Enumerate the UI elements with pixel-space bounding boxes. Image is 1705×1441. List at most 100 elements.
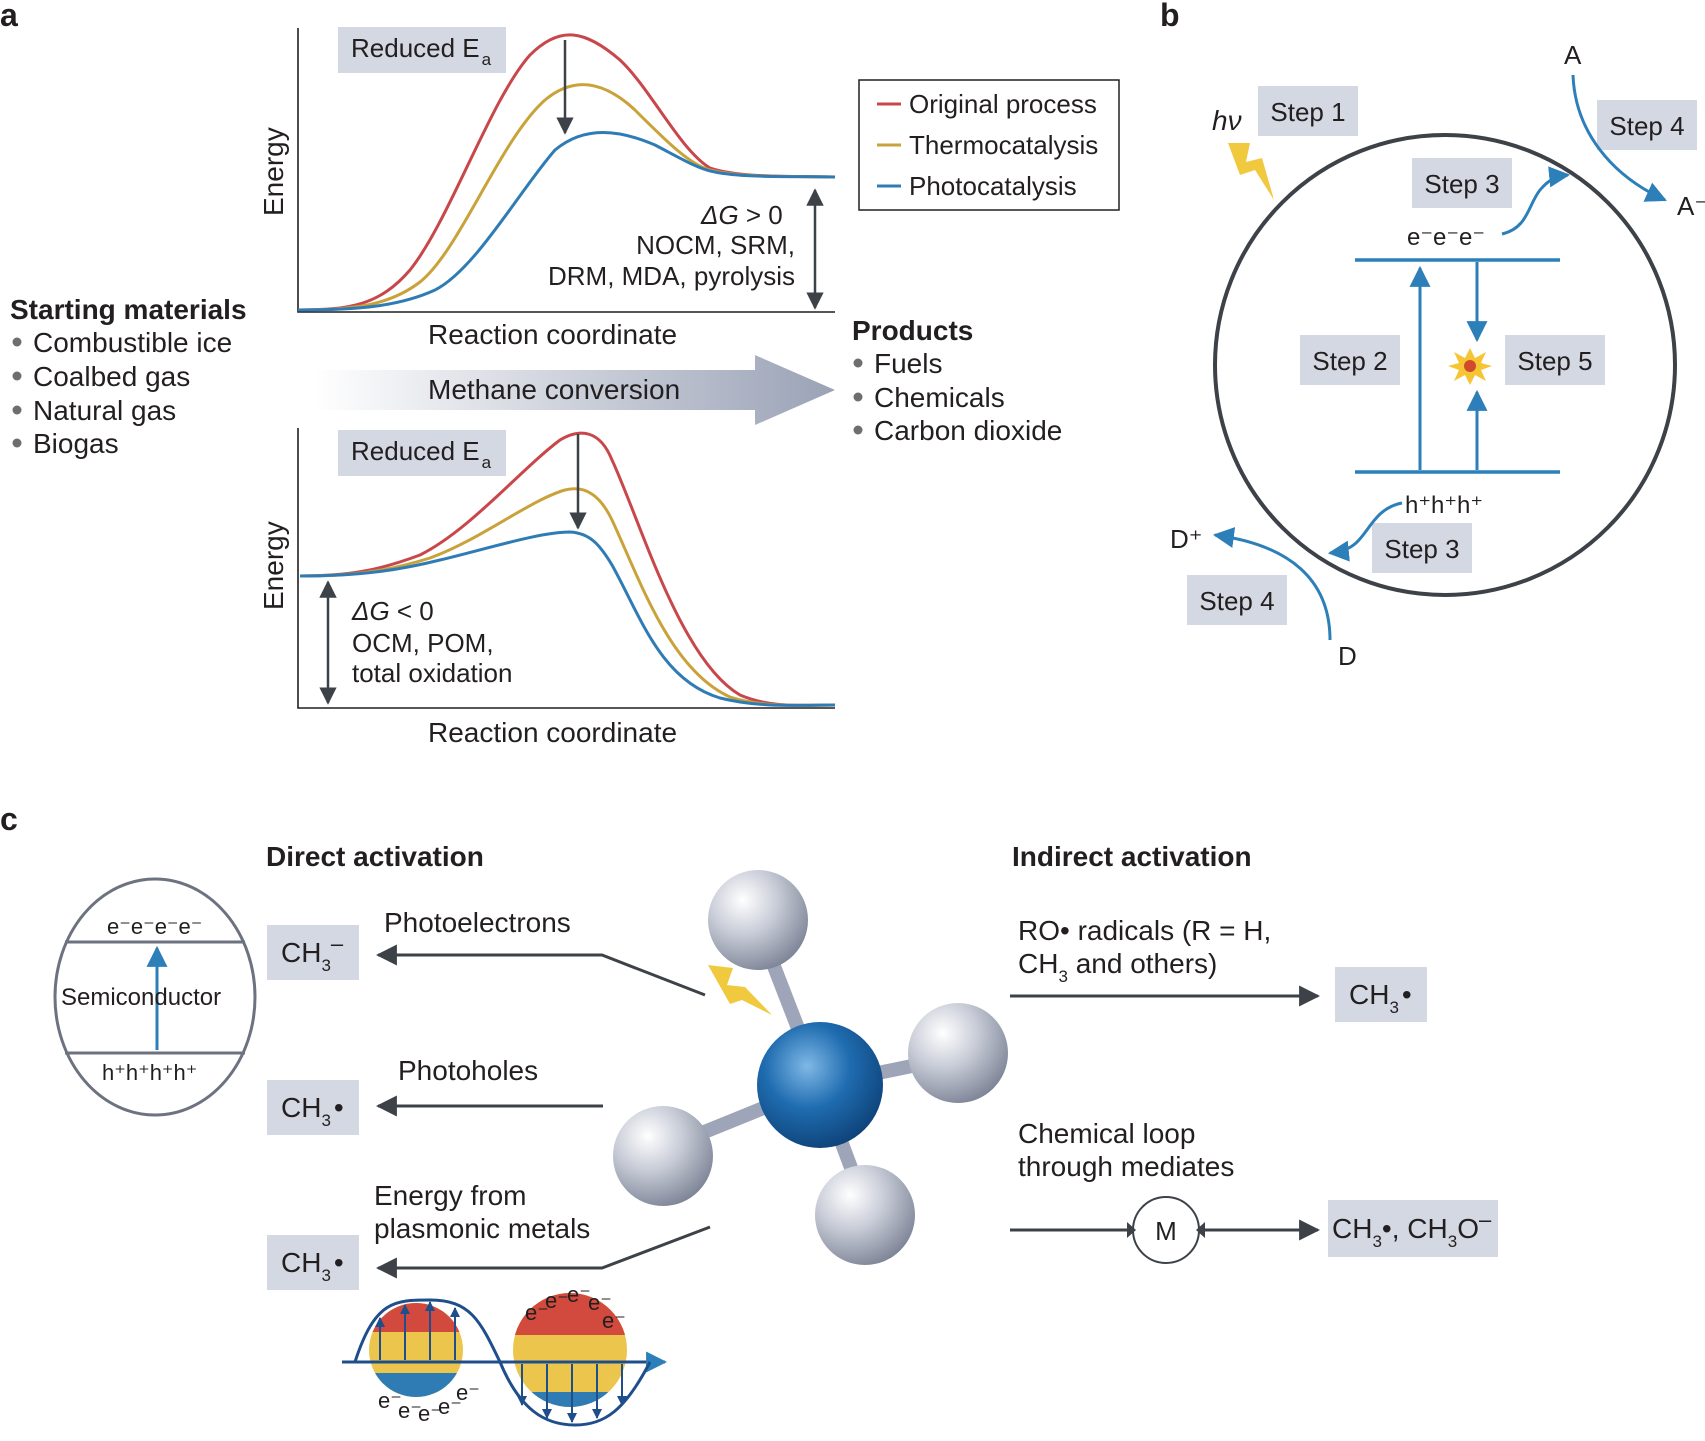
list-bullet (12, 337, 22, 347)
hydrogen-atom (613, 1106, 713, 1206)
photoholes-label: Photoholes (398, 1055, 538, 1086)
curve-thermocatalysis (299, 487, 836, 707)
mediator-label: M (1155, 1216, 1177, 1246)
electron-symbol: e⁻ (567, 1282, 591, 1307)
x-axis-label: Reaction coordinate (428, 717, 677, 748)
panel-label-c: c (0, 801, 18, 837)
oxidized-donor-label: D⁺ (1170, 524, 1203, 554)
methyl-radical-label: CH3• (1349, 979, 1412, 1017)
delta-g-label: ΔG > 0 (700, 200, 783, 230)
legend-box (858, 79, 1120, 211)
step-box (1258, 86, 1358, 136)
acceptor-reduction-arrow (1571, 74, 1667, 202)
semiconductor-electrons: e⁻e⁻e⁻e⁻ (107, 914, 202, 939)
process-list: total oxidation (352, 658, 512, 688)
step-label: Step 3 (1384, 534, 1459, 564)
step-label: Step 4 (1609, 111, 1684, 141)
list-item: Carbon dioxide (874, 415, 1062, 446)
ro-radicals-label: RO• radicals (R = H, (1018, 915, 1271, 946)
methane-molecule (613, 870, 1008, 1265)
electron-symbol: e⁻ (545, 1288, 569, 1313)
legend-label: Photocatalysis (909, 171, 1077, 201)
process-list: OCM, POM, (352, 628, 494, 658)
x-axis-label: Reaction coordinate (428, 319, 677, 350)
hole-transfer-arrow (1327, 501, 1403, 562)
loop-products-label: CH3•, CH3O– (1332, 1207, 1492, 1251)
step-box (1300, 335, 1400, 385)
product-box (267, 1080, 359, 1135)
step-box (1505, 335, 1605, 385)
photoelectrons-label: Photoelectrons (384, 907, 571, 938)
process-list: DRM, MDA, pyrolysis (548, 261, 795, 291)
methyl-anion-label: CH3– (281, 931, 344, 975)
conversion-arrow (315, 355, 835, 425)
step-box (1187, 575, 1287, 625)
electron-symbol: e⁻ (398, 1398, 422, 1423)
process-list: NOCM, SRM, (636, 230, 795, 260)
semiconductor-diagram: e⁻e⁻e⁻e⁻ Semiconductor h⁺h⁺h⁺h⁺ (53, 877, 257, 1117)
donor-label: D (1338, 641, 1357, 671)
list-item: Coalbed gas (33, 361, 190, 392)
photon-label: hν (1212, 105, 1242, 136)
semiconductor-label: Semiconductor (61, 984, 221, 1011)
panel-label-b: b (1160, 0, 1180, 33)
plasmonic-label: plasmonic metals (374, 1213, 590, 1244)
step-label: Step 1 (1270, 97, 1345, 127)
lightning-icon (708, 965, 772, 1015)
electron-symbol: e⁻ (602, 1308, 626, 1333)
carbon-atom (757, 1022, 883, 1148)
nanoparticle-charge-top (369, 1303, 463, 1332)
step-box (1412, 158, 1512, 208)
recombination-core (1464, 360, 1476, 372)
legend-label: Thermocatalysis (909, 130, 1098, 160)
loop-arrowhead (1127, 1222, 1136, 1238)
step-label: Step 3 (1424, 169, 1499, 199)
electrons-label: e⁻e⁻e⁻ (1407, 224, 1485, 251)
conversion-label: Methane conversion (428, 374, 680, 405)
ro-radicals-label: CH3 and others) (1018, 948, 1217, 986)
curve-photocatalysis (297, 131, 836, 312)
step-label: Step 5 (1517, 346, 1592, 376)
product-box (1335, 967, 1427, 1022)
plot-axes (297, 428, 835, 709)
plot-axes (297, 28, 835, 313)
list-item: Fuels (874, 348, 942, 379)
plasmonic-arrow (375, 1225, 711, 1279)
methyl-radical-label: CH3• (281, 1092, 344, 1130)
panel-c: Direct activation Indirect activation e⁻… (53, 841, 1498, 1427)
hydrogen-atom (908, 1003, 1008, 1103)
electron-symbol: e⁻ (378, 1388, 402, 1413)
list-item: Chemicals (874, 382, 1005, 413)
chemical-loop-label: Chemical loop (1018, 1118, 1195, 1149)
electron-symbol: e⁻ (525, 1300, 549, 1325)
semiconductor-holes: h⁺h⁺h⁺h⁺ (102, 1060, 197, 1085)
semiconductor-outline (53, 877, 257, 1117)
em-wave (353, 1298, 652, 1427)
panel-label-a: a (0, 0, 18, 33)
methyl-radical-label: CH3• (281, 1247, 344, 1285)
chemical-loop-label: through mediates (1018, 1151, 1234, 1182)
electron-symbol: e⁻ (588, 1290, 612, 1315)
legend-label: Original process (909, 89, 1097, 119)
step-label: Step 4 (1199, 586, 1274, 616)
starting-materials-list: Combustible ice Coalbed gas Natural gas … (12, 327, 232, 459)
list-item: Biogas (33, 428, 119, 459)
step-label: Step 2 (1312, 346, 1387, 376)
products-list: Fuels Chemicals Carbon dioxide (853, 348, 1062, 446)
list-bullet (853, 392, 863, 402)
list-bullet (853, 358, 863, 368)
y-axis-label: Energy (258, 521, 289, 610)
electron-symbol: e⁻ (438, 1394, 462, 1419)
list-bullet (12, 405, 22, 415)
curve-photocatalysis (299, 530, 836, 707)
semiconductor-particle (1213, 133, 1677, 597)
list-bullet (12, 438, 22, 448)
list-bullet (12, 371, 22, 381)
direct-activation-title: Direct activation (266, 841, 484, 872)
electron-transfer-arrow (1501, 166, 1571, 236)
reduced-ea-box (338, 27, 506, 73)
plasmonic-nanoparticles: e⁻ e⁻ e⁻ e⁻ e⁻ e⁻ e⁻ e⁻ e⁻ e⁻ (342, 1282, 668, 1427)
